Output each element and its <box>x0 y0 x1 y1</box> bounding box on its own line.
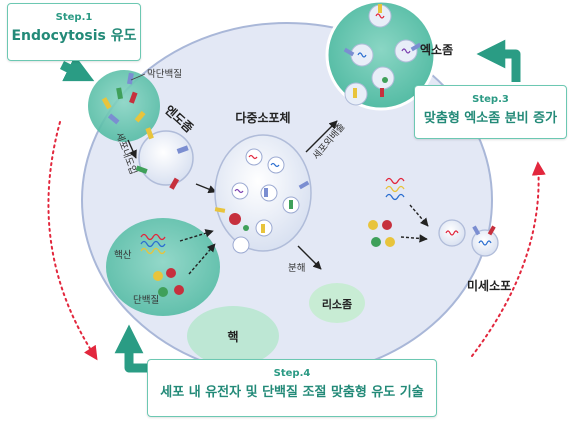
step1-text: Endocytosis 유도 <box>11 28 137 44</box>
exosome-vesicles <box>343 4 422 106</box>
exosome-label: 엑소좀 <box>420 42 453 57</box>
nucleic-acid-arrow <box>179 229 214 242</box>
cycle-arrow-right <box>471 161 546 357</box>
nucleus <box>187 306 279 366</box>
decomposition-label: 분해 <box>288 262 305 274</box>
step3-box: Step.3 맞춤형 엑소좀 분비 증가 <box>414 85 567 139</box>
cargo-arrow-lower <box>400 234 428 243</box>
nucleic-protein-region <box>106 218 220 316</box>
nucleic-acid-strands <box>140 233 166 255</box>
step4-text: 세포 내 유전자 및 단백질 조절 맞춤형 유도 기술 <box>160 385 424 400</box>
cycle-arrow-left <box>47 121 98 361</box>
protein-label: 단백질 <box>133 294 159 306</box>
protein-particles <box>153 268 184 297</box>
nucleic-acid-label: 핵산 <box>114 249 132 261</box>
protein-arrow <box>188 243 216 275</box>
budding-microvesicle <box>438 219 466 247</box>
step3-number: Step.3 <box>472 94 509 105</box>
membrane-entry-region <box>88 70 160 142</box>
intraluminal-vesicles <box>214 148 310 254</box>
step1-arrow <box>59 55 95 82</box>
exocytosis-arrow <box>305 120 338 153</box>
microvesicle-label: 미세소포 <box>467 278 511 293</box>
step1-number: Step.1 <box>55 12 93 23</box>
step1-box: Step.1 Endocytosis 유도 <box>7 3 141 61</box>
endosome <box>138 130 194 186</box>
nucleus-label: 핵 <box>227 329 238 344</box>
microvesicle-cargo <box>368 177 405 247</box>
released-microvesicle <box>471 229 499 257</box>
endocytosis-arrow <box>127 139 137 159</box>
lysosome-label: 리소좀 <box>322 297 352 311</box>
membrane-proteins <box>101 72 146 125</box>
exosome-cluster <box>325 0 437 111</box>
endosome-proteins <box>135 127 189 190</box>
membrane-protein-pointer <box>130 73 146 81</box>
membrane-protein-label: 막단백질 <box>147 68 182 80</box>
decomposition-arrow <box>297 245 322 270</box>
step4-number: Step.4 <box>273 368 311 379</box>
mvb-label: 다중소포체 <box>235 110 290 125</box>
endosome-to-mvb-arrow <box>195 183 217 194</box>
step4-arrow <box>114 324 147 373</box>
lysosome <box>309 283 365 323</box>
step3-arrow <box>476 39 521 82</box>
step3-text: 맞춤형 엑소좀 분비 증가 <box>423 111 558 126</box>
step4-box: Step.4 세포 내 유전자 및 단백질 조절 맞춤형 유도 기술 <box>147 359 437 417</box>
